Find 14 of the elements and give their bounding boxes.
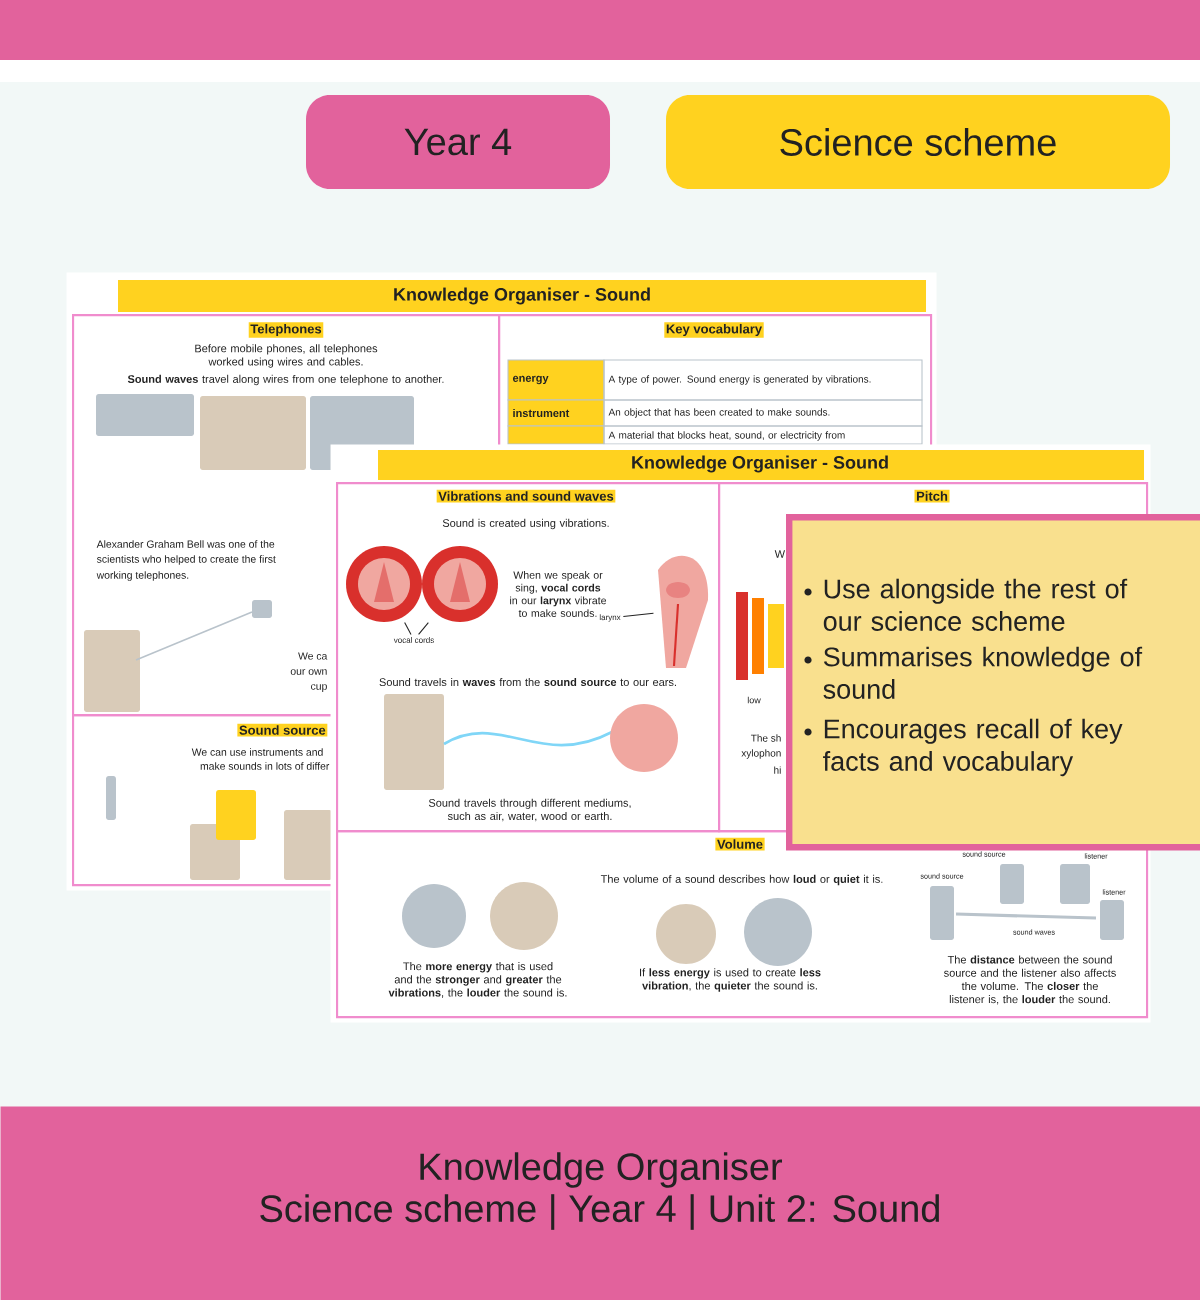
sheet-title: Knowledge Organiser - Sound	[394, 287, 650, 305]
leader-line	[622, 612, 654, 618]
vocal-cords-drawing	[422, 546, 498, 622]
pill-label: Year 4	[306, 95, 610, 189]
vocal-cords-drawing	[346, 546, 422, 622]
leader-line	[418, 622, 429, 635]
bullet-text: Encourages recall of key facts and vocabulary	[823, 718, 1123, 777]
sheet-title: Knowledge Organiser - Sound	[632, 455, 888, 473]
bullet-text: Use alongside the rest of our science scheme	[823, 578, 1128, 631]
leader-line	[404, 622, 412, 635]
footer-title: Knowledge Organiser	[420, 1152, 782, 1188]
footer-subtitle: Science scheme | Year 4 | Unit 2: Sound	[260, 1194, 939, 1230]
pill-label: Science scheme	[666, 95, 1170, 189]
bullet-text: Summarises knowledge of sound	[823, 646, 1143, 699]
